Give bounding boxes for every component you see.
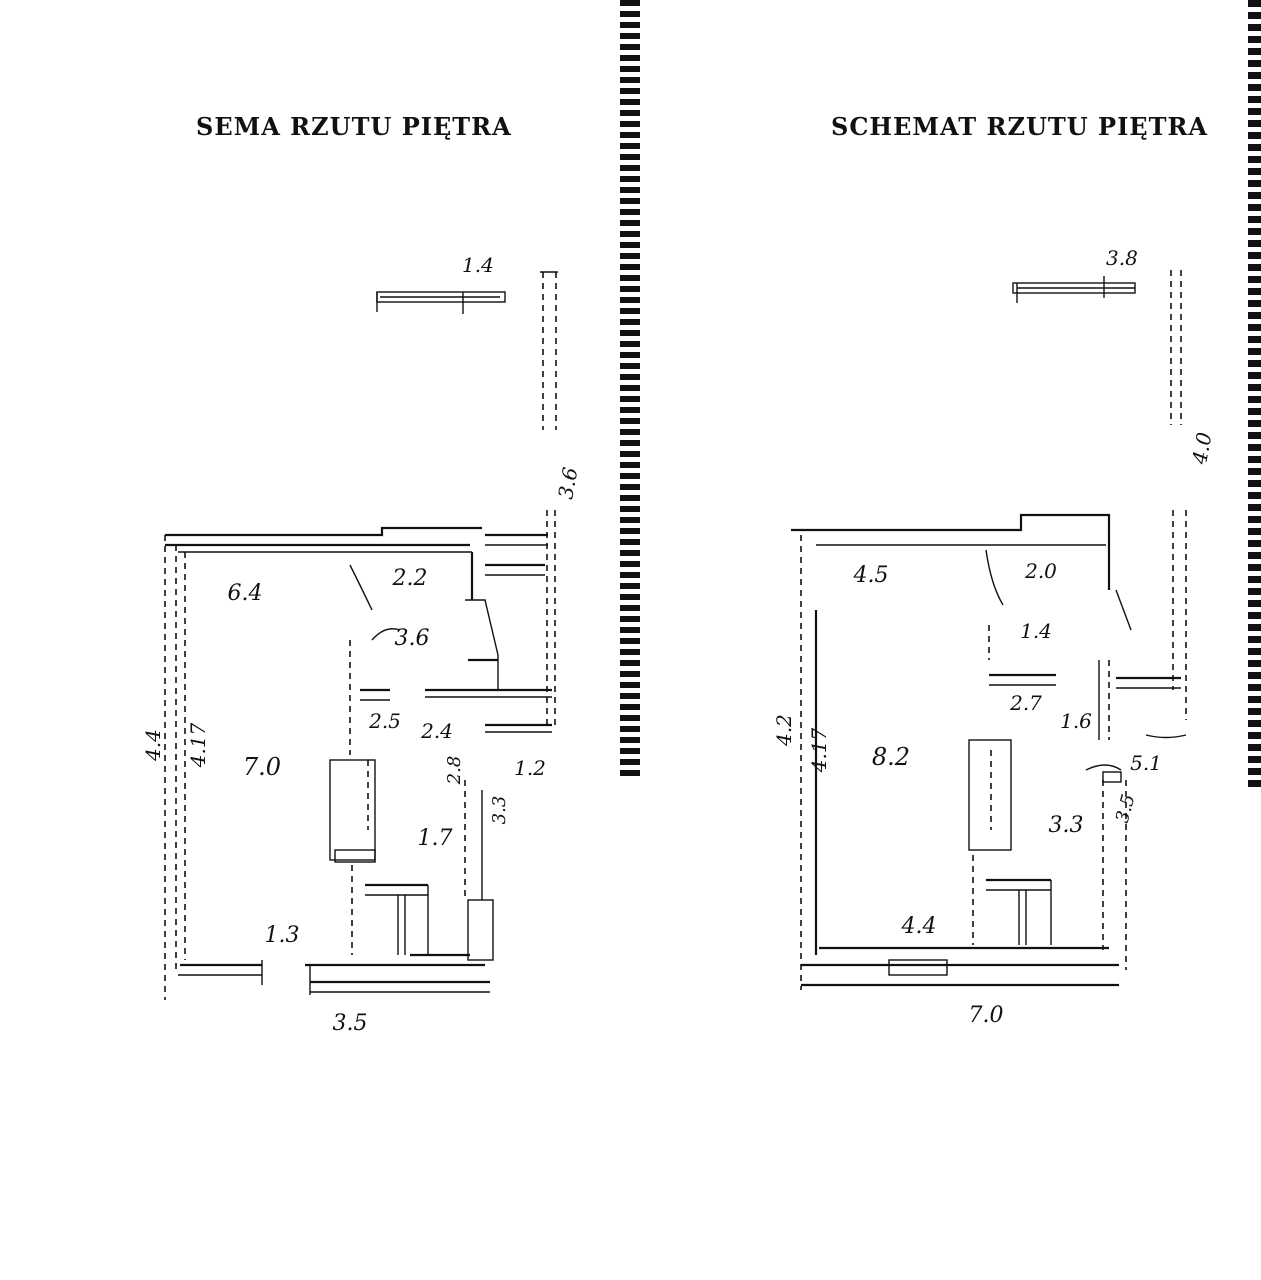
dim-label: 4.4 xyxy=(901,914,937,939)
outer-walls xyxy=(164,526,490,1000)
room-area-label: 2.4 xyxy=(420,719,453,743)
top-dimension-marker xyxy=(376,291,506,314)
dim-label: 3.3 xyxy=(489,796,510,825)
dim-label: 4.17 xyxy=(807,727,831,773)
dim-label: 4.2 xyxy=(772,714,796,747)
room-area-label: 6.4 xyxy=(228,581,263,606)
sheet-title: SEMA RZUTU PIĘTRA xyxy=(196,112,512,141)
door-swings xyxy=(985,549,1187,771)
plan-sheet-left: SEMA RZUTU PIĘTRA 1.4 3.6 xyxy=(0,0,620,1280)
dim-label: 3.6 xyxy=(553,465,582,501)
outer-walls xyxy=(791,513,1127,990)
dim-label: 2.8 xyxy=(444,756,465,786)
dim-label: 4.4 xyxy=(141,729,165,762)
interior-walls xyxy=(329,533,552,961)
dim-label: 1.4 xyxy=(462,253,494,277)
plan-sheet-right: SCHEMAT RZUTU PIĘTRA 3.8 4.0 xyxy=(641,0,1261,1280)
interior-walls xyxy=(968,589,1181,950)
room-area-label: 2.2 xyxy=(392,566,428,591)
right-dimension-line xyxy=(540,271,558,730)
room-area-label: 1.7 xyxy=(418,826,453,851)
dim-label: 1.3 xyxy=(265,923,300,948)
dim-label: 3.8 xyxy=(1106,246,1138,270)
room-area-label: 7.0 xyxy=(243,753,281,781)
room-area-label: 5.1 xyxy=(1130,751,1162,775)
dim-label: 4.0 xyxy=(1187,430,1216,467)
dim-label: 3.5 xyxy=(333,1011,368,1036)
room-area-label: 3.3 xyxy=(1049,813,1084,838)
floor-plan-left: 1.4 3.6 xyxy=(141,253,582,1036)
door-swings xyxy=(349,564,401,641)
scan-edge-strip xyxy=(1248,0,1261,790)
floor-plan-right: 3.8 4.0 xyxy=(772,246,1216,1028)
dim-label: 4.17 xyxy=(186,722,210,768)
room-area-label: 2.0 xyxy=(1024,559,1057,583)
sheet-divider xyxy=(620,0,640,780)
right-dimension-line xyxy=(1170,270,1187,720)
sheet-title: SCHEMAT RZUTU PIĘTRA xyxy=(831,112,1209,141)
room-area-label: 1.2 xyxy=(514,756,546,780)
room-area-label: 8.2 xyxy=(872,743,910,771)
dim-label: 7.0 xyxy=(969,1003,1004,1028)
room-area-label: 1.4 xyxy=(1020,619,1052,643)
room-area-label: 3.6 xyxy=(395,626,430,651)
room-area-label: 2.5 xyxy=(368,709,401,733)
dim-label: 3.5 xyxy=(1112,792,1140,825)
room-area-label: 2.7 xyxy=(1009,691,1042,715)
room-area-label: 1.6 xyxy=(1060,709,1092,733)
top-dimension-marker xyxy=(1012,276,1136,303)
room-area-label: 4.5 xyxy=(853,563,889,588)
